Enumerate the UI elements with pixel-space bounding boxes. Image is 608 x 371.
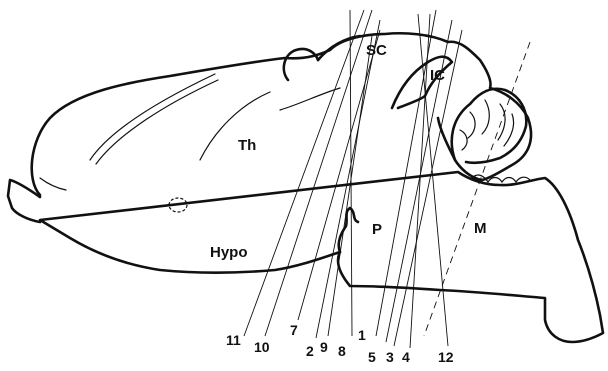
track-line-11 — [244, 10, 364, 336]
track-line-2 — [316, 20, 380, 338]
track-label-7: 7 — [290, 322, 298, 338]
label-thalamus: Th — [238, 137, 256, 154]
olfactory-notch — [40, 178, 66, 190]
track-label-9: 9 — [320, 339, 328, 355]
label-hypothalamus: Hypo — [210, 244, 248, 261]
track-line-4 — [410, 14, 430, 348]
track-label-10: 10 — [254, 339, 270, 355]
track-line-3 — [394, 30, 462, 346]
track-label-12: 12 — [438, 349, 454, 365]
label-pons: P — [372, 221, 382, 238]
track-label-2: 2 — [306, 343, 314, 359]
superior-colliculus-contour — [318, 36, 360, 60]
track-line-7 — [298, 30, 380, 320]
label-medulla: M — [474, 220, 487, 237]
track-label-5: 5 — [368, 349, 376, 365]
cerebellum-folia — [460, 100, 514, 150]
track-label-11: 11 — [226, 332, 241, 348]
track-line-12 — [418, 14, 448, 346]
label-superior-colliculus: SC — [366, 42, 387, 59]
hippocampal-curve-inner — [96, 80, 218, 164]
track-label-4: 4 — [402, 349, 410, 365]
track-label-8: 8 — [338, 343, 346, 359]
track-label-1: 1 — [358, 327, 366, 343]
track-label-3: 3 — [386, 349, 394, 365]
thalamic-curve — [200, 92, 270, 160]
brain-outline — [32, 33, 603, 342]
pineal-body — [284, 49, 318, 80]
label-inferior-colliculus: IC — [430, 67, 445, 84]
